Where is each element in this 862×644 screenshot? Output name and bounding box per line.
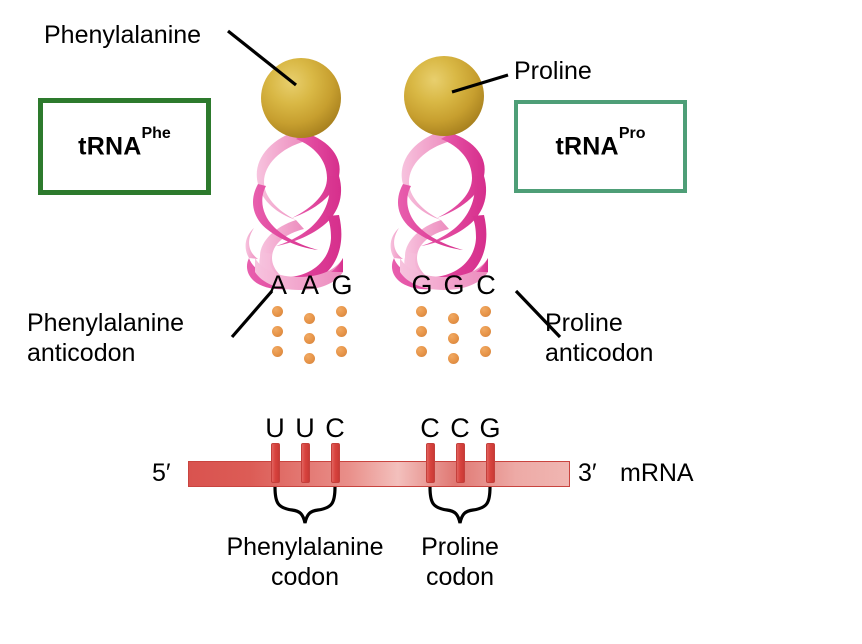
phe-anticodon-dot (272, 306, 283, 317)
pro-anticodon-dot (416, 326, 427, 337)
trna-pro-base: tRNA (555, 132, 619, 161)
phe-anticodon-label-line1: Phenylalanine (27, 309, 185, 337)
trna-pro-label: tRNAPro (555, 125, 646, 161)
phe-anticodon-dot (336, 326, 347, 337)
phe-anticodon-dot (336, 346, 347, 357)
pro-anticodon-dot (416, 346, 427, 357)
phe-codon-brace (273, 485, 337, 524)
mrna-tick (331, 443, 340, 483)
pro-codon-base-1: C (420, 413, 440, 443)
phe-anticodon-dot (304, 333, 315, 344)
pro-anticodon-dot (480, 326, 491, 337)
phenylalanine-label: Phenylalanine (44, 21, 202, 49)
trna-pro-ribbon (390, 130, 488, 290)
phe-codon-label-line2: codon (270, 563, 340, 591)
mrna-label: mRNA (620, 459, 694, 487)
pro-anticodon-dot (480, 346, 491, 357)
trna-pro-superscript: Pro (618, 124, 646, 142)
mrna-tick (456, 443, 465, 483)
pro-anticodon-base-1: G (411, 270, 433, 300)
phe-codon-base-2: U (295, 413, 315, 443)
pro-codon-label-line2: codon (425, 563, 495, 591)
pro-anticodon-dot (448, 313, 459, 324)
pro-codon-base-3: G (479, 413, 501, 443)
phe-anticodon-leader-line (230, 289, 274, 339)
mrna-tick (426, 443, 435, 483)
phe-codon-label-line1: Phenylalanine (226, 533, 384, 561)
phe-codon-base-1: U (265, 413, 285, 443)
phe-anticodon-base-3: G (331, 270, 353, 300)
phe-anticodon-base-2: A (300, 270, 319, 300)
phe-anticodon-dot (304, 353, 315, 364)
trna-phe-box[interactable]: tRNAPhe (38, 98, 211, 195)
phenylalanine-leader-line (227, 29, 297, 87)
phe-codon-base-3: C (325, 413, 345, 443)
mrna-tick (301, 443, 310, 483)
mrna-tick (486, 443, 495, 483)
phe-anticodon-dot (272, 326, 283, 337)
phe-anticodon-dot (336, 306, 347, 317)
mrna-strand (188, 461, 570, 487)
trna-phe-ribbon (245, 130, 343, 290)
pro-anticodon-leader-line (514, 289, 562, 339)
trna-phe-superscript: Phe (141, 124, 171, 142)
pro-codon-label-line1: Proline (421, 533, 499, 561)
pro-anticodon-base-2: G (443, 270, 465, 300)
mrna-tick (271, 443, 280, 483)
five-prime-label: 5′ (152, 459, 171, 487)
pro-codon-brace (428, 485, 492, 524)
proline-leader-line (451, 73, 509, 94)
pro-anticodon-dot (480, 306, 491, 317)
phe-anticodon-dot (272, 346, 283, 357)
pro-anticodon-label-line1: Proline (545, 309, 623, 337)
three-prime-label: 3′ (578, 459, 597, 487)
pro-codon-base-2: C (450, 413, 470, 443)
phe-anticodon-base-1: A (268, 270, 287, 300)
proline-sphere (404, 56, 484, 136)
proline-label: Proline (514, 57, 592, 85)
phenylalanine-sphere (261, 58, 341, 138)
pro-anticodon-base-3: C (476, 270, 496, 300)
trna-pro-box[interactable]: tRNAPro (514, 100, 687, 193)
pro-anticodon-dot (416, 306, 427, 317)
phe-anticodon-label-line2: anticodon (27, 339, 136, 367)
pro-anticodon-dot (448, 353, 459, 364)
pro-anticodon-dot (448, 333, 459, 344)
trna-phe-label: tRNAPhe (78, 125, 171, 161)
pro-anticodon-label-line2: anticodon (545, 339, 654, 367)
trna-phe-base: tRNA (78, 132, 142, 161)
phe-anticodon-dot (304, 313, 315, 324)
